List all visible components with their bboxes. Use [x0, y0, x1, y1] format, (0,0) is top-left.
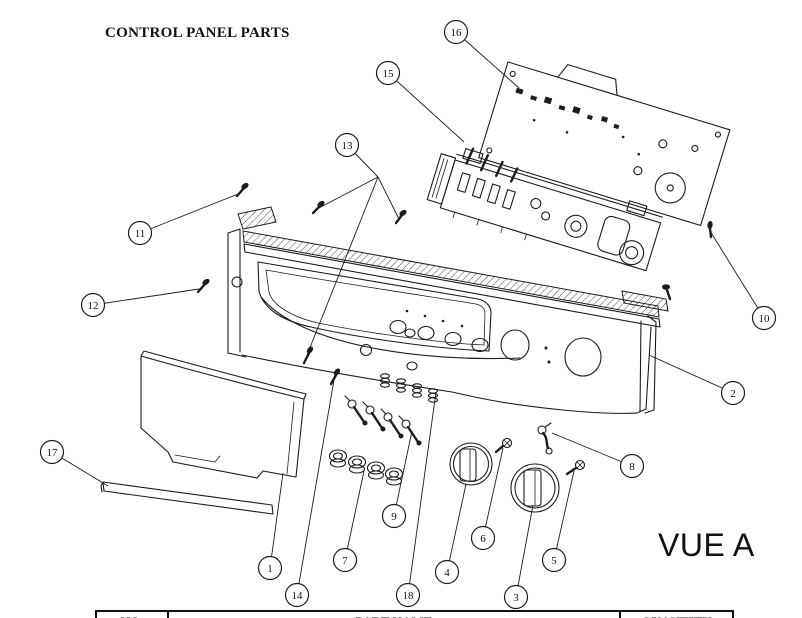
callout-balloon [257, 555, 283, 581]
callout-balloon [470, 525, 496, 551]
callout-number: 15 [383, 68, 395, 80]
callout-number: 4 [444, 567, 450, 579]
callout-4: 4 [434, 483, 467, 585]
callout-balloon [80, 292, 106, 318]
callout-balloon [503, 584, 529, 610]
part-drawing-control-module [426, 147, 663, 272]
callout-9: 9 [381, 430, 413, 529]
callout-2: 2 [648, 354, 746, 406]
callout-5: 5 [541, 470, 575, 573]
callout-number: 10 [759, 313, 771, 325]
screw-icon [235, 182, 249, 198]
callout-12: 12 [80, 288, 200, 318]
parts-table: NO. PART NAME QUANTITY [95, 610, 734, 618]
part-drawing-clamp [537, 422, 553, 455]
callout-balloon [720, 380, 746, 406]
callout-number: 14 [292, 590, 304, 602]
callout-balloon [434, 559, 460, 585]
callout-balloon [375, 60, 401, 86]
callout-balloon [284, 582, 310, 608]
screw-icon [196, 278, 210, 294]
callout-number: 1 [267, 563, 273, 575]
callout-number: 7 [342, 555, 348, 567]
callout-17: 17 [39, 439, 109, 487]
callout-balloon [751, 305, 777, 331]
part-drawing-drawer-panel [140, 350, 307, 479]
callout-number: 9 [391, 511, 397, 523]
callout-6: 6 [470, 447, 504, 551]
part-drawing-button-caps [328, 449, 404, 486]
part-drawing-knob-3 [510, 463, 560, 513]
callout-balloon [541, 547, 567, 573]
callout-balloon [332, 547, 358, 573]
callout-3: 3 [503, 504, 534, 610]
callout-number: 6 [480, 533, 486, 545]
callout-number: 18 [403, 590, 415, 602]
mounting-screws [196, 182, 713, 386]
callout-number: 11 [135, 228, 146, 240]
callout-7: 7 [332, 470, 365, 573]
part-drawing-display-pcb [478, 61, 731, 227]
screw-icon [329, 368, 341, 386]
callout-balloon [334, 132, 360, 158]
callout-10: 10 [709, 230, 777, 331]
callout-number: 13 [342, 140, 354, 152]
table-header-row: NO. PART NAME QUANTITY [95, 610, 734, 618]
table-header-part-name: PART NAME [167, 610, 621, 618]
view-label: VUE A [658, 527, 755, 563]
part-drawing-knob-4 [449, 442, 493, 486]
screw-icon [302, 346, 314, 365]
screw-icon [494, 437, 513, 454]
callout-16: 16 [443, 19, 520, 89]
callout-15: 15 [375, 60, 465, 143]
table-header-quantity: QUANTITY [619, 610, 734, 618]
part-drawing-main-panel [227, 206, 672, 414]
page-title: CONTROL PANEL PARTS [105, 25, 290, 41]
callout-number: 12 [88, 300, 99, 312]
callout-11: 11 [127, 193, 239, 246]
callout-balloon [381, 503, 407, 529]
callout-1: 1 [257, 472, 284, 581]
callout-number: 2 [730, 388, 736, 400]
table-header-no: NO. [95, 610, 169, 618]
part-drawing-button-levers [344, 395, 422, 446]
callout-14: 14 [284, 379, 335, 608]
callout-balloon [127, 220, 153, 246]
callout-number: 17 [47, 447, 59, 459]
screw-icon [565, 459, 586, 476]
callout-balloon [39, 439, 65, 465]
callout-number: 16 [451, 27, 463, 39]
callout-18: 18 [395, 391, 437, 608]
screw-icon [311, 200, 325, 215]
callout-8: 8 [551, 432, 645, 479]
callout-number: 8 [629, 461, 635, 473]
callout-balloon [443, 19, 469, 45]
callout-balloon [619, 453, 645, 479]
callout-13: 13 [306, 132, 400, 356]
part-drawing-trim-strip [100, 481, 274, 515]
callout-number: 5 [551, 555, 557, 567]
callout-balloon [395, 582, 421, 608]
part-drawing-springs [379, 373, 439, 403]
screw-icon [662, 284, 672, 301]
callout-number: 3 [513, 592, 519, 604]
